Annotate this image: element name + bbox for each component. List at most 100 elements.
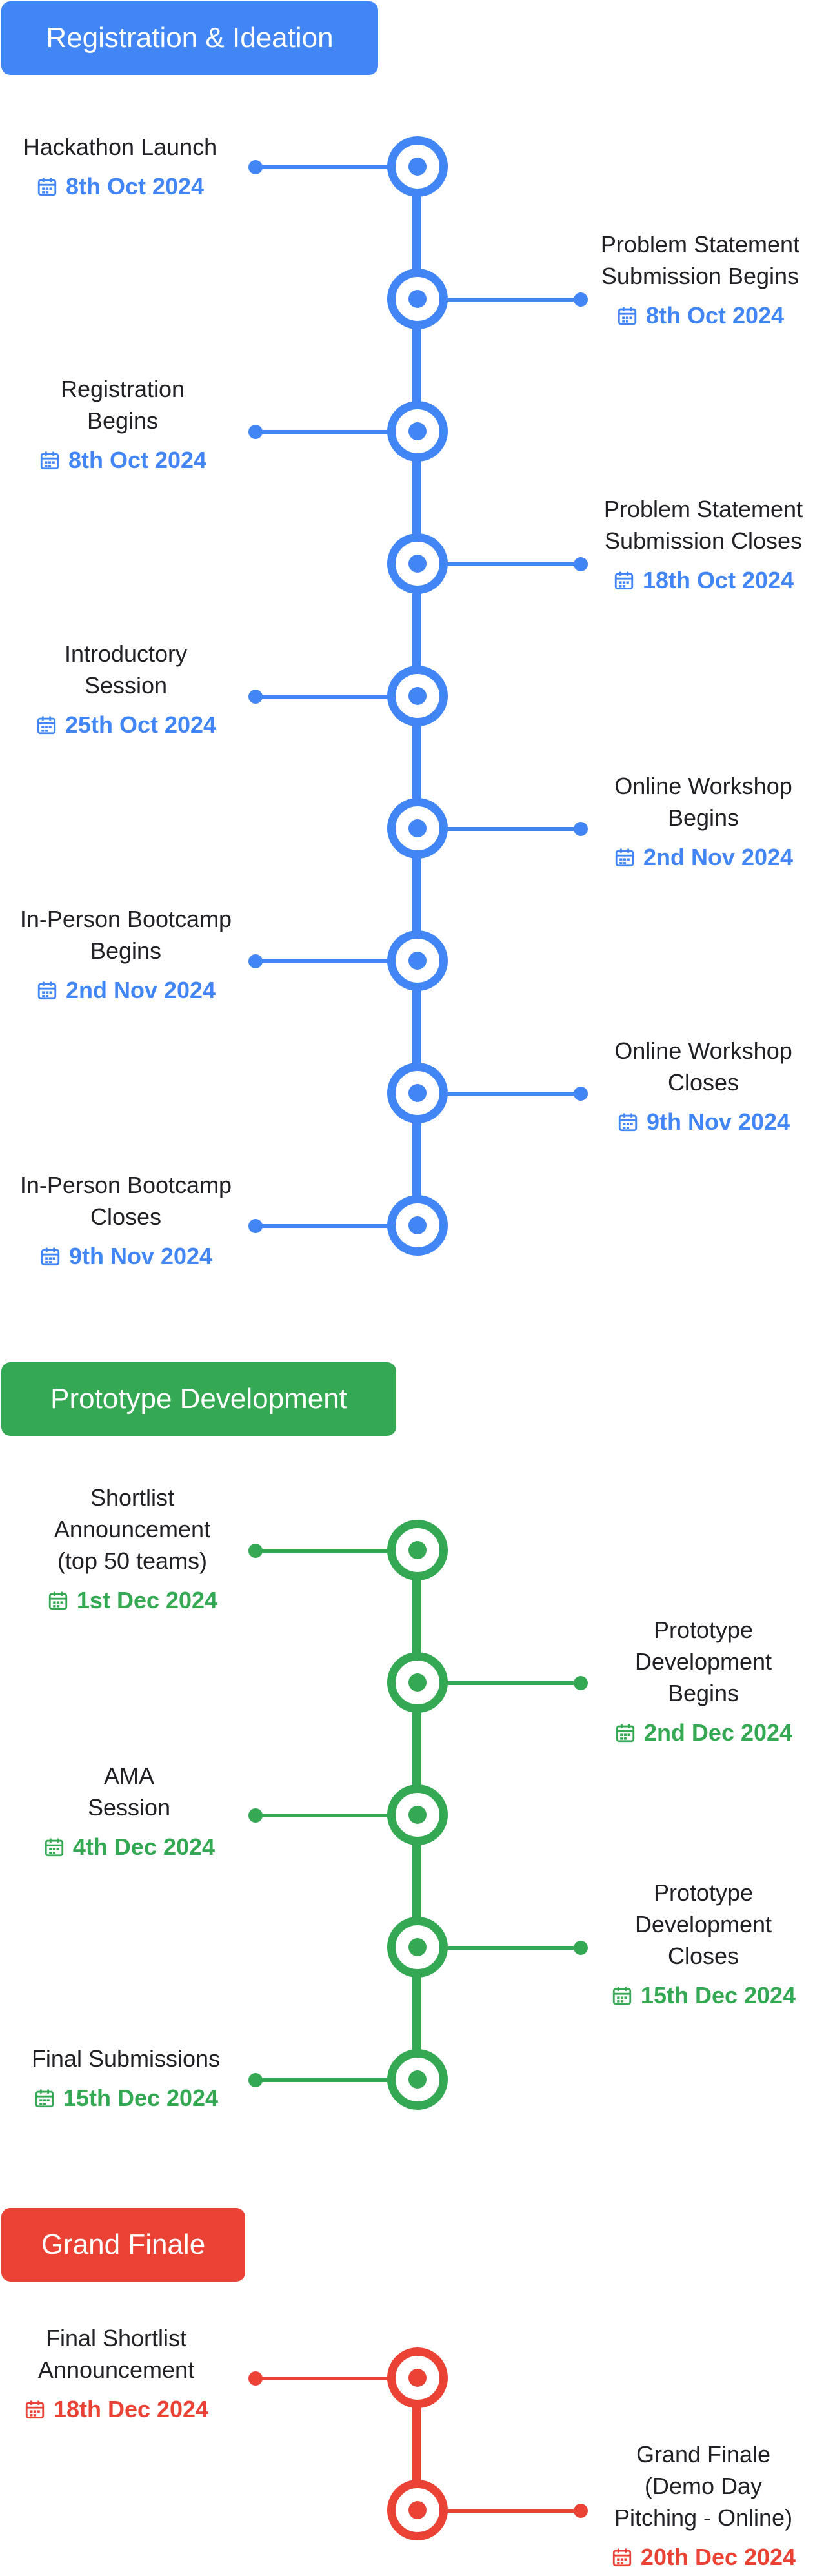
connector <box>421 1681 581 1685</box>
event-title: In-Person Bootcamp Closes <box>19 1172 232 1230</box>
event-title: Prototype Development Closes <box>634 1879 772 1969</box>
connector-dot <box>574 1087 588 1101</box>
event-date: 15th Dec 2024 <box>611 1979 796 2011</box>
event-label: Problem Statement Submission Closes 18th… <box>584 493 823 599</box>
connector-dot <box>248 425 263 439</box>
connector <box>421 562 581 566</box>
calendar-icon <box>25 2400 45 2418</box>
event-label: Online Workshop Closes 9th Nov 2024 <box>584 1035 823 1141</box>
event-label: In-Person Bootcamp Begins 2nd Nov 2024 <box>0 903 268 1009</box>
connector-dot <box>248 954 263 968</box>
event-label: Introductory Session 25th Oct 2024 <box>0 638 268 744</box>
timeline-node <box>387 136 448 197</box>
event-title: Problem Statement Submission Begins <box>600 231 800 289</box>
event-label: Grand Finale (Demo Day Pitching - Online… <box>584 2438 823 2576</box>
connector-dot <box>248 1808 263 1823</box>
timeline-node <box>387 401 448 462</box>
calendar-icon <box>618 307 637 325</box>
connector <box>421 1946 581 1950</box>
connector-dot <box>248 690 263 704</box>
timeline-node <box>387 2049 448 2110</box>
event-title: Registration Begins <box>60 376 185 434</box>
event-date: 25th Oct 2024 <box>35 709 216 741</box>
event-date: 8th Oct 2024 <box>616 300 784 331</box>
event-title: Final Submissions <box>31 2045 221 2072</box>
event-date: 2nd Dec 2024 <box>614 1717 792 1748</box>
phase-header-prototype: Prototype Development <box>1 1362 396 1436</box>
event-label: Hackathon Launch 8th Oct 2024 <box>0 131 262 205</box>
event-label: Registration Begins 8th Oct 2024 <box>0 373 265 479</box>
calendar-icon <box>37 716 56 734</box>
timeline-node <box>387 1195 448 1256</box>
event-label: Final Shortlist Announcement 18th Dec 20… <box>0 2322 258 2428</box>
connector-dot <box>248 160 263 174</box>
timeline-node <box>387 930 448 991</box>
connector <box>421 827 581 831</box>
calendar-icon <box>37 981 57 999</box>
connector <box>421 298 581 302</box>
event-date: 8th Oct 2024 <box>36 170 204 202</box>
connector-dot <box>574 557 588 571</box>
timeline-node <box>387 1520 448 1580</box>
connector-dot <box>574 822 588 836</box>
timeline-node <box>387 1784 448 1845</box>
phase-header-registration: Registration & Ideation <box>1 1 378 75</box>
connector-dot <box>248 1219 263 1233</box>
calendar-icon <box>41 1247 60 1265</box>
timeline-node <box>387 2480 448 2540</box>
event-date: 15th Dec 2024 <box>34 2082 218 2114</box>
event-label: Online Workshop Begins 2nd Nov 2024 <box>584 770 823 876</box>
event-title: Grand Finale (Demo Day Pitching - Online… <box>614 2441 793 2531</box>
event-date: 2nd Nov 2024 <box>614 841 793 873</box>
event-title: Prototype Development Begins <box>634 1617 772 1706</box>
event-date: 4th Dec 2024 <box>43 1831 215 1863</box>
connector <box>258 1224 413 1228</box>
timeline-node <box>387 1917 448 1978</box>
connector-dot <box>248 2371 263 2386</box>
connector-dot <box>248 1544 263 1558</box>
event-title: Online Workshop Closes <box>614 1038 792 1096</box>
event-date: 18th Oct 2024 <box>613 564 794 596</box>
calendar-icon <box>618 1113 638 1131</box>
timeline-node <box>387 1652 448 1713</box>
connector <box>421 1092 581 1096</box>
timeline-node <box>387 798 448 859</box>
event-label: Shortlist Announcement (top 50 teams) 1s… <box>0 1482 274 1619</box>
event-title: AMA Session <box>87 1763 171 1821</box>
calendar-icon <box>40 451 59 469</box>
event-date: 20th Dec 2024 <box>611 2541 796 2573</box>
event-title: Final Shortlist Announcement <box>37 2325 195 2383</box>
calendar-icon <box>45 1838 64 1856</box>
connector <box>258 2078 413 2082</box>
event-label: AMA Session 4th Dec 2024 <box>0 1760 271 1866</box>
timeline-node <box>387 269 448 329</box>
calendar-icon <box>615 848 634 866</box>
event-date: 9th Nov 2024 <box>617 1106 790 1138</box>
calendar-icon <box>614 571 634 589</box>
event-label: In-Person Bootcamp Closes 9th Nov 2024 <box>0 1169 268 1275</box>
event-date: 8th Oct 2024 <box>39 444 206 476</box>
calendar-icon <box>616 1724 635 1742</box>
connector <box>421 2509 581 2513</box>
connector <box>258 959 413 963</box>
calendar-icon <box>612 2548 632 2566</box>
connector <box>258 2377 413 2380</box>
connector <box>258 1814 413 1817</box>
event-date: 18th Dec 2024 <box>24 2393 208 2425</box>
event-label: Problem Statement Submission Begins 8th … <box>578 229 823 334</box>
event-date: 9th Nov 2024 <box>39 1240 212 1272</box>
timeline-node <box>387 1063 448 1123</box>
event-label: Prototype Development Begins 2nd Dec 202… <box>584 1614 823 1752</box>
connector-dot <box>574 2504 588 2518</box>
event-title: Problem Statement Submission Closes <box>603 496 803 554</box>
timeline-node <box>387 666 448 726</box>
event-date: 2nd Nov 2024 <box>36 974 216 1006</box>
connector <box>258 165 413 169</box>
event-title: Online Workshop Begins <box>614 773 792 831</box>
event-title: Shortlist Announcement (top 50 teams) <box>54 1484 211 1574</box>
calendar-icon <box>37 178 57 196</box>
connector <box>258 1549 413 1553</box>
event-title: In-Person Bootcamp Begins <box>19 906 232 964</box>
calendar-icon <box>48 1591 68 1610</box>
timeline-node <box>387 533 448 594</box>
